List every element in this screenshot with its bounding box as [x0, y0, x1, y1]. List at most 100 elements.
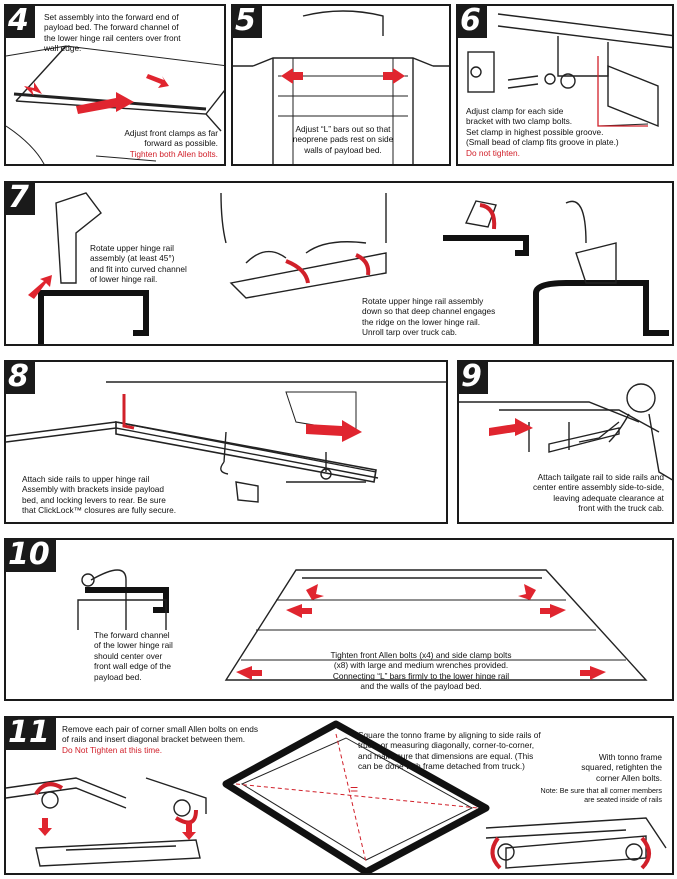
note-line: are seated inside of rails — [584, 795, 662, 804]
caption-line: neoprene pads rest on side — [292, 134, 394, 145]
caption-line: Remove each pair of corner small Allen b… — [62, 724, 259, 734]
caption-line: Adjust clamp for each side — [466, 106, 564, 116]
caption-line: that ClickLock™ closures are fully secur… — [22, 505, 177, 516]
caption-line: Unroll tarp over truck cab. — [362, 327, 457, 338]
step-4-panel: 4 Set assembly into the forward end of p… — [4, 4, 226, 166]
caption-line: can be done with frame detached from tru… — [358, 761, 525, 772]
caption-line: and fit into curved channel — [90, 263, 187, 274]
caption-line: corner Allen bolts. — [596, 772, 662, 783]
step-9-illustration — [459, 383, 672, 481]
step-number: 5 — [233, 6, 262, 38]
red-arrow-icon — [28, 275, 52, 299]
red-arrow-icon — [146, 74, 169, 88]
red-arrow-icon — [518, 584, 536, 600]
step-9-panel: 9 Attach tailgate rail to side rails and… — [457, 360, 674, 524]
caption-line: Adjust “L” bars out so that — [295, 124, 391, 134]
caption-line: With tonno frame — [598, 752, 662, 762]
caption-line: payload bed. — [94, 671, 142, 682]
caption-line: (x8) with large and medium wrenches prov… — [333, 660, 509, 671]
step-number: 4 — [6, 6, 35, 38]
red-arrow-icon — [38, 818, 52, 836]
step-number: 9 — [459, 362, 488, 394]
warning-text: Do Not Tighten at this time. — [62, 744, 163, 755]
step-number: 8 — [6, 362, 35, 394]
caption-line: wall edge. — [44, 43, 82, 54]
caption-line: Square the tonno frame by aligning to si… — [358, 730, 541, 740]
caption-line: of rails and insert diagonal bracket bet… — [62, 734, 246, 745]
step-8-panel: 8 Attach side rails to upper hinge rail … — [4, 360, 448, 524]
step-7-illustration — [28, 192, 669, 344]
step-4-illustration — [6, 45, 224, 164]
step-6-panel: 6 Adjust clamp for each side bracket wit… — [456, 4, 674, 166]
red-arrow-icon — [285, 259, 310, 284]
red-arrow-icon — [479, 203, 497, 230]
step-11-panel: 11 = Remove each pair of corner small Al… — [4, 716, 674, 875]
step-7-panel: 7 Rotate upper hinge rail assembly (at l… — [4, 181, 674, 346]
svg-text:=: = — [350, 781, 358, 797]
red-arrow-icon — [182, 822, 196, 840]
caption-line: bracket with two clamp bolts. — [466, 116, 573, 127]
step-10-panel: 10 The forward channel of the lower hing… — [4, 538, 674, 701]
step-10-illustration — [77, 569, 648, 681]
caption-line: Attach tailgate rail to side rails and — [537, 472, 664, 482]
caption-line: The forward channel — [94, 630, 170, 640]
step-number: 6 — [458, 6, 487, 38]
warning-text: Tighten both Allen bolts. — [129, 148, 218, 159]
caption-line: should center over — [94, 650, 163, 661]
caption-line: walls of payload bed. — [304, 144, 382, 155]
caption-line: and the walls of the payload bed. — [360, 681, 482, 692]
red-arrow-icon — [76, 92, 134, 114]
caption-line: (Small bead of clamp fits groove in plat… — [466, 137, 619, 148]
caption-line: Set clamp in highest possible groove. — [466, 126, 604, 137]
caption-line: the ridge on the lower hinge rail. — [362, 316, 481, 327]
step-5-illustration — [233, 10, 449, 164]
caption-line: Adjust front clamps as far — [124, 128, 218, 138]
red-arrow-icon — [306, 420, 362, 442]
caption-line: Tighten front Allen bolts (x4) and side … — [330, 650, 512, 660]
caption-line: and make sure that dimensions are equal.… — [358, 750, 534, 761]
step-6-illustration — [467, 13, 672, 128]
caption-line: bed, and locking levers to rear. Be sure — [22, 494, 166, 505]
caption-line: payload bed. The forward channel of — [44, 22, 179, 33]
red-arrow-icon — [306, 584, 324, 600]
caption-line: Rotate upper hinge rail assembly — [362, 296, 484, 306]
caption-line: front with the truck cab. — [578, 503, 664, 514]
red-arrow-icon — [640, 836, 651, 870]
caption-line: Connecting “L” bars firmly to the lower … — [332, 670, 510, 681]
caption-line: leaving adequate clearance at — [553, 492, 664, 503]
red-arrow-icon — [355, 253, 371, 276]
red-arrow-icon — [580, 666, 606, 680]
caption-line: squared, retighten the — [581, 762, 662, 773]
caption-line: Assembly with brackets inside payload — [22, 484, 165, 495]
red-arrow-icon — [24, 82, 42, 96]
caption-line: the lower hinge rail centers over front — [44, 32, 181, 43]
step-number: 10 — [6, 540, 56, 572]
red-arrow-icon — [540, 604, 566, 618]
red-arrow-icon — [490, 836, 502, 870]
caption-line: of lower hinge rail. — [90, 274, 158, 285]
step-5-panel: 5 Adjust “L” bars out so that neoprene p… — [231, 4, 451, 166]
caption-line: Attach side rails to upper hinge rail — [22, 474, 150, 484]
step-8-illustration — [6, 381, 446, 503]
red-arrow-icon — [489, 418, 533, 436]
red-arrow-icon — [174, 809, 198, 825]
caption-line: truck, or measuring diagonally, corner-t… — [358, 740, 535, 751]
caption-line: assembly (at least 45°) — [90, 253, 175, 264]
red-arrow-icon — [236, 666, 262, 680]
caption-line: center entire assembly side-to-side, — [533, 482, 664, 493]
step-11-illustration: = — [6, 720, 667, 873]
note-line: Note: Be sure that all corner members — [540, 786, 662, 795]
caption-line: forward as possible. — [144, 138, 218, 149]
caption-line: Rotate upper hinge rail — [90, 243, 174, 253]
caption-line: down so that deep channel engages — [362, 306, 496, 317]
warning-text: Do not tighten. — [466, 147, 520, 158]
red-arrow-icon — [281, 68, 303, 84]
caption-line: Set assembly into the forward end of — [44, 12, 179, 22]
caption-line: of the lower hinge rail — [94, 640, 173, 651]
step-number: 11 — [6, 718, 56, 750]
red-arrow-icon — [286, 604, 312, 618]
red-arrow-icon — [383, 68, 405, 84]
caption-line: front wall edge of the — [94, 661, 172, 672]
step-number: 7 — [6, 183, 35, 215]
red-arrow-icon — [34, 782, 64, 796]
